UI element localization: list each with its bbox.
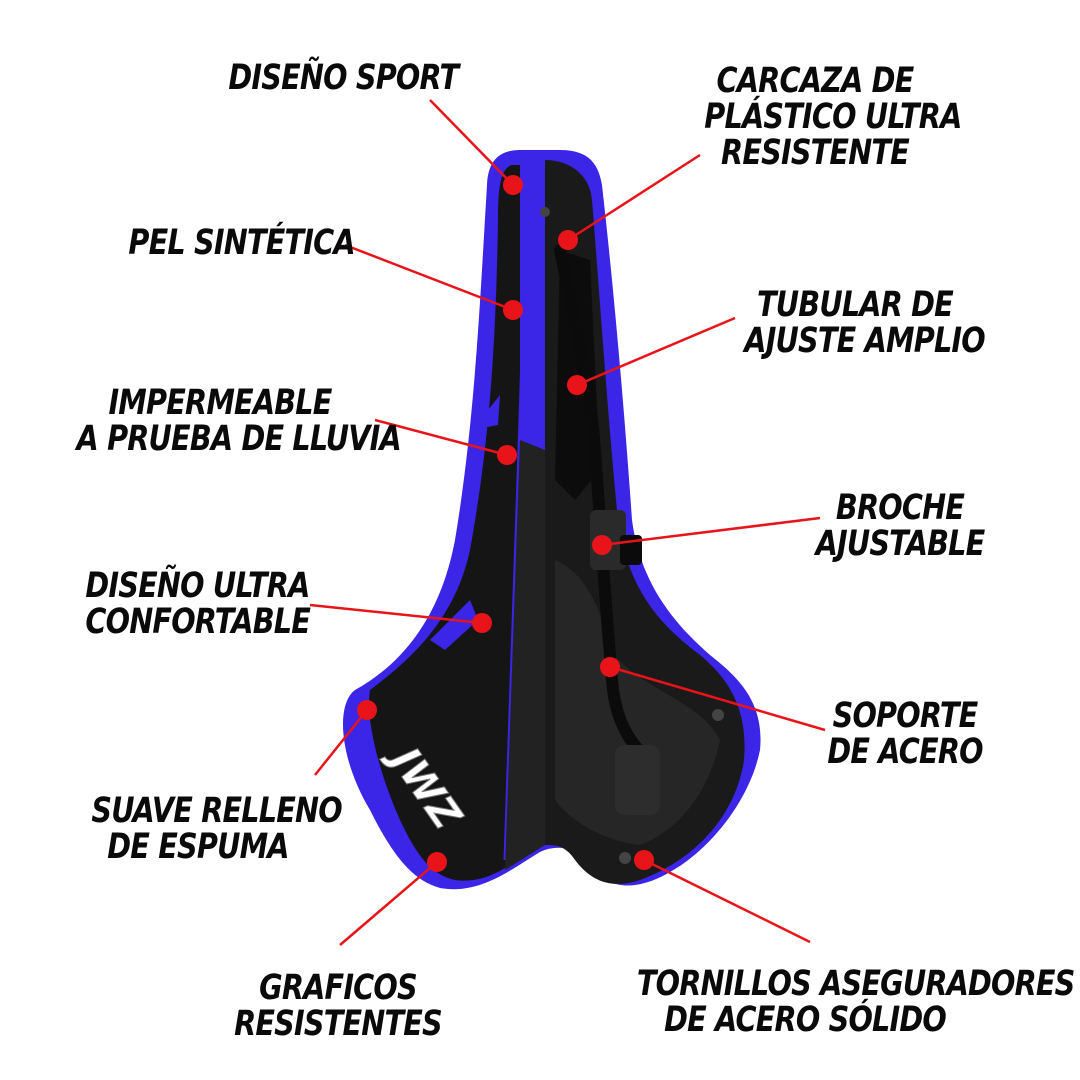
marker-dot — [472, 613, 492, 633]
marker-dot — [357, 700, 377, 720]
marker-dot — [634, 850, 654, 870]
marker-dot — [600, 657, 620, 677]
screw — [712, 709, 724, 721]
marker-dots — [357, 175, 654, 872]
screw-2 — [619, 852, 631, 864]
marker-dot — [567, 375, 587, 395]
seat-surface-left — [369, 165, 520, 881]
center-stripe — [503, 159, 530, 861]
blue-stripe-3 — [430, 600, 478, 650]
leader-lines — [309, 99, 826, 946]
marker-dot — [427, 852, 447, 872]
label-diseno-sport: DISEÑO SPORT — [228, 58, 459, 98]
marker-dot — [558, 230, 578, 250]
label-soporte: SOPORTE DE ACERO — [827, 696, 983, 772]
label-broche: BROCHE AJUSTABLE — [815, 488, 986, 564]
center-texture-band — [505, 440, 545, 870]
screw-3 — [540, 207, 550, 217]
blue-stripe-2 — [472, 395, 500, 430]
label-graficos: GRAFICOS RESISTENTES — [234, 968, 443, 1044]
blue-stripe — [476, 190, 490, 360]
marker-dot — [503, 175, 523, 195]
label-impermeable: IMPERMEABLE A PRUEBA DE LLUVIA — [76, 383, 402, 459]
label-relleno-espuma: SUAVE RELLENO DE ESPUMA — [91, 791, 342, 867]
label-ultra-confortable: DISEÑO ULTRA CONFORTABLE — [85, 566, 311, 642]
underside-recess-2 — [555, 560, 720, 845]
label-tubular: TUBULAR DE AJUSTE AMPLIO — [744, 285, 985, 361]
label-carcaza: CARCAZA DE PLÁSTICO ULTRA RESISTENTE — [704, 61, 962, 173]
label-tornillos: TORNILLOS ASEGURADORES DE ACERO SÓLIDO — [636, 964, 1075, 1040]
marker-dot — [503, 300, 523, 320]
marker-dot — [497, 445, 517, 465]
label-pel-sintetica: PEL SINTÉTICA — [128, 223, 355, 263]
rail-end — [615, 745, 660, 815]
marker-dot — [592, 535, 612, 555]
